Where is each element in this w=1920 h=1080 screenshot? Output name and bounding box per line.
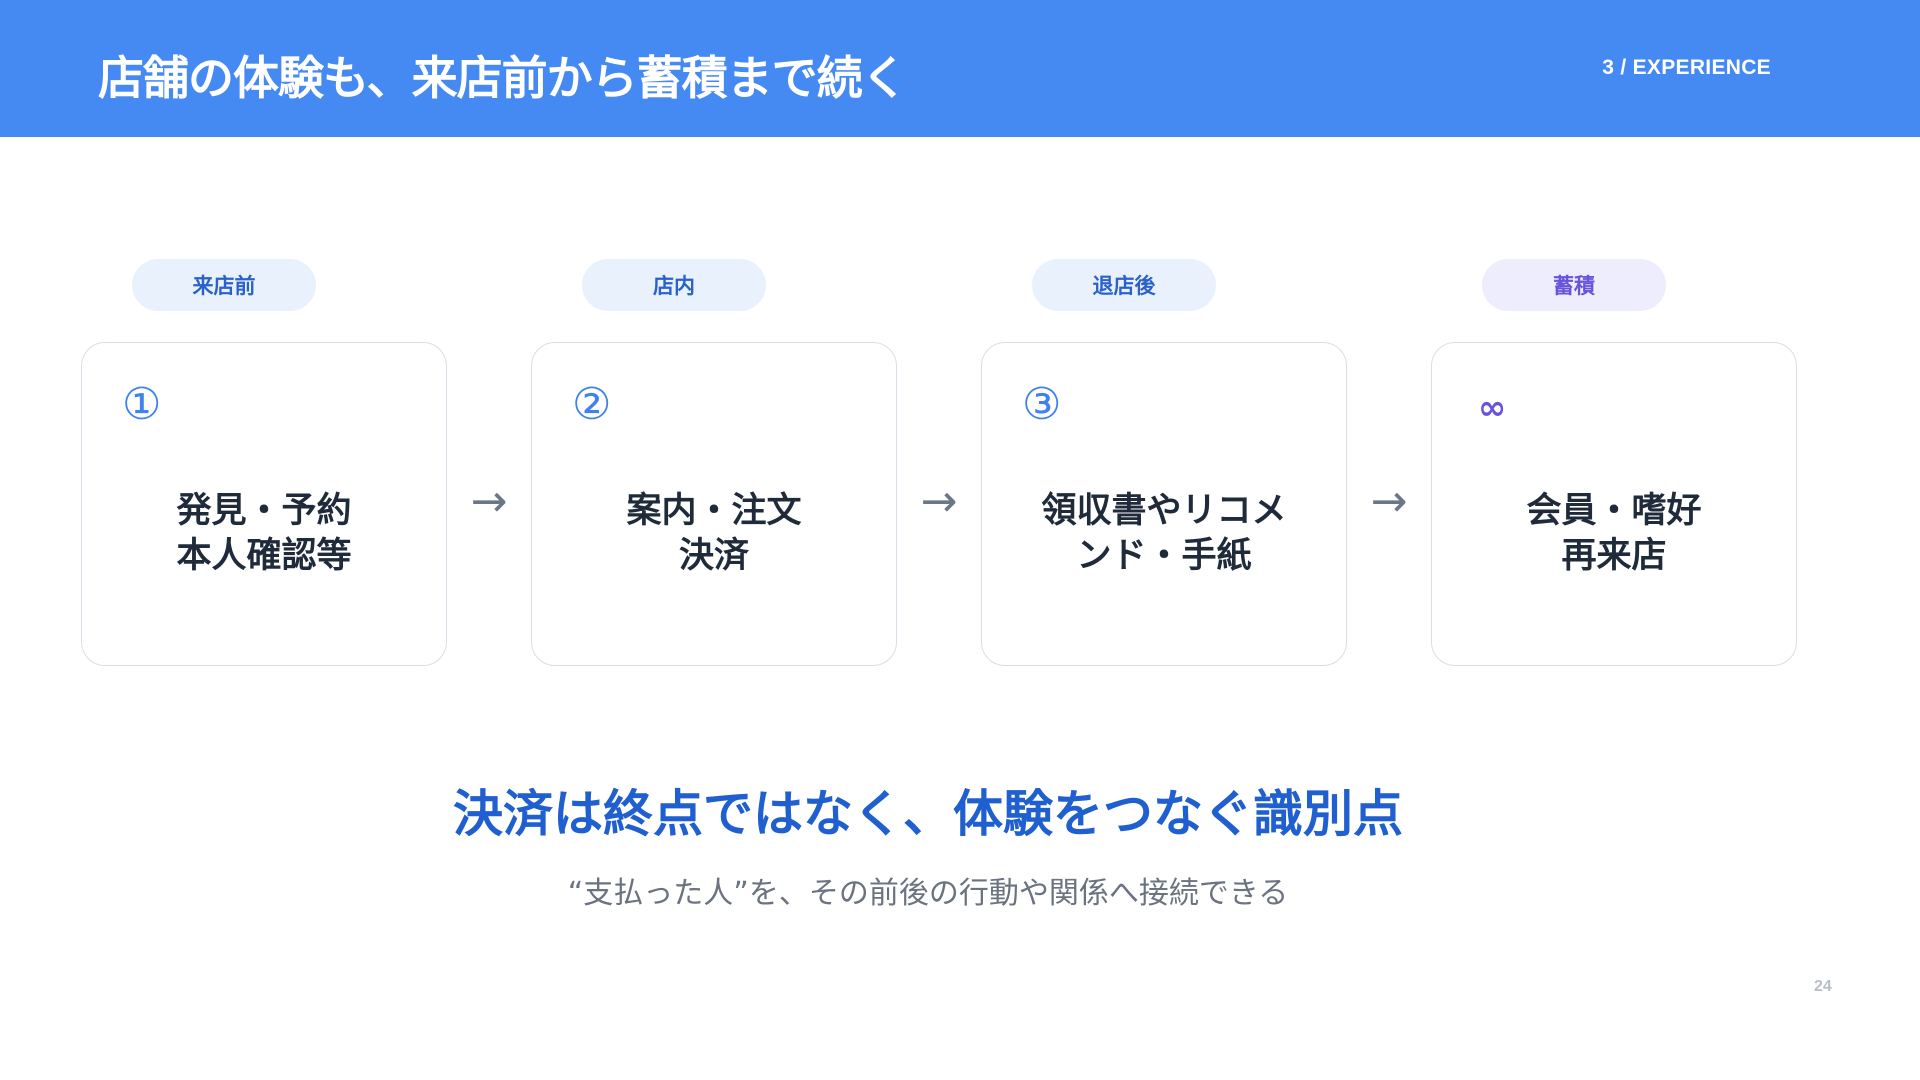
stage-label-after-visit: 退店後	[1032, 259, 1216, 311]
slide-title: 店舗の体験も、来店前から蓄積まで続く	[98, 51, 908, 105]
arrow-right-icon: →	[1370, 476, 1408, 527]
key-message-subtext: “支払った人”を、その前後の行動や関係へ接続できる	[567, 876, 1289, 911]
arrow-right-icon: →	[920, 476, 958, 527]
stage-card-after-visit: ③ 領収書やリコメ ンド・手紙	[981, 342, 1347, 666]
circled-two-marker: ②	[572, 379, 612, 430]
infinity-icon: ∞	[1478, 388, 1507, 428]
key-message: 決済は終点ではなく、体験をつなぐ識別点	[453, 785, 1403, 843]
stage-label-accumulation: 蓄積	[1482, 259, 1666, 311]
stage-label-in-store: 店内	[582, 259, 766, 311]
stage-card-before-visit: ① 発見・予約 本人確認等	[81, 342, 447, 666]
stage-card-text: 会員・嗜好 再来店	[1526, 491, 1702, 576]
stage-card-in-store: ② 案内・注文 決済	[531, 342, 897, 666]
stage-card-text: 案内・注文 決済	[626, 491, 802, 576]
stage-card-text: 発見・予約 本人確認等	[176, 491, 352, 576]
section-label: 3 / EXPERIENCE	[1602, 56, 1771, 79]
page-number: 24	[1814, 978, 1832, 995]
stage-label-before-visit: 来店前	[132, 259, 316, 311]
stage-card-text: 領収書やリコメ ンド・手紙	[1041, 491, 1287, 576]
stage-card-accumulation: ∞ 会員・嗜好 再来店	[1431, 342, 1797, 666]
arrow-right-icon: →	[470, 476, 508, 527]
circled-three-marker: ③	[1022, 379, 1062, 430]
circled-one-marker: ①	[122, 379, 162, 430]
slide-header: 店舗の体験も、来店前から蓄積まで続く 3 / EXPERIENCE	[0, 0, 1920, 137]
